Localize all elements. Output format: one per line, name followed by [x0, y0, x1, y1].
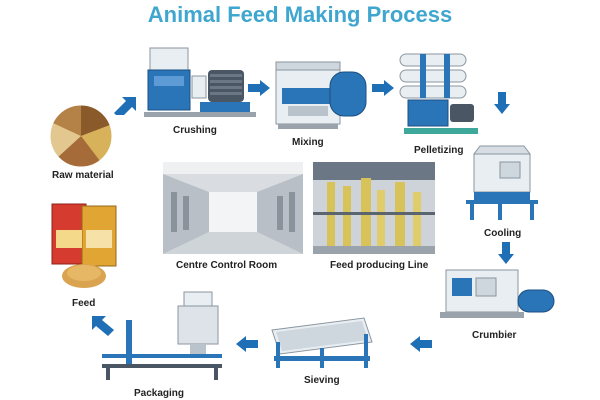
- label-crumbier: Crumbier: [472, 330, 517, 341]
- label-feed: Feed: [72, 298, 96, 309]
- control-room-photo: [163, 162, 303, 254]
- feed-bags-image: [46, 200, 122, 292]
- label-feed-line: Feed producing Line: [330, 260, 429, 271]
- label-packaging: Packaging: [134, 388, 185, 399]
- label-control-room: Centre Control Room: [176, 260, 278, 271]
- arrow-pelletizing-to-cooling: [494, 92, 510, 114]
- arrow-raw-to-crushing: [112, 95, 138, 115]
- arrow-cooling-to-crumbier: [498, 242, 514, 264]
- arrow-packaging-to-feed: [92, 316, 114, 336]
- label-raw-material: Raw material: [52, 170, 114, 181]
- mixing-machine: [268, 48, 372, 132]
- label-crushing: Crushing: [173, 125, 217, 136]
- arrow-crumbier-to-sieving: [410, 336, 432, 352]
- arrow-mixing-to-pelletizing: [372, 80, 394, 96]
- arrow-crushing-to-mixing: [248, 80, 270, 96]
- label-mixing: Mixing: [292, 137, 324, 148]
- packaging-machine: [92, 288, 232, 384]
- label-sieving: Sieving: [304, 375, 340, 386]
- crumbier-machine: [436, 264, 558, 326]
- label-pelletizing: Pelletizing: [414, 145, 464, 156]
- raw-material-image: [48, 103, 114, 169]
- cooling-machine: [460, 140, 544, 224]
- label-cooling: Cooling: [484, 228, 522, 239]
- sieving-machine: [264, 312, 380, 372]
- pelletizing-machine: [394, 48, 484, 140]
- diagram-title: Animal Feed Making Process: [147, 2, 453, 27]
- feed-line-photo: [313, 162, 435, 254]
- arrow-sieving-to-packaging: [236, 336, 258, 352]
- crushing-machine: [140, 42, 260, 120]
